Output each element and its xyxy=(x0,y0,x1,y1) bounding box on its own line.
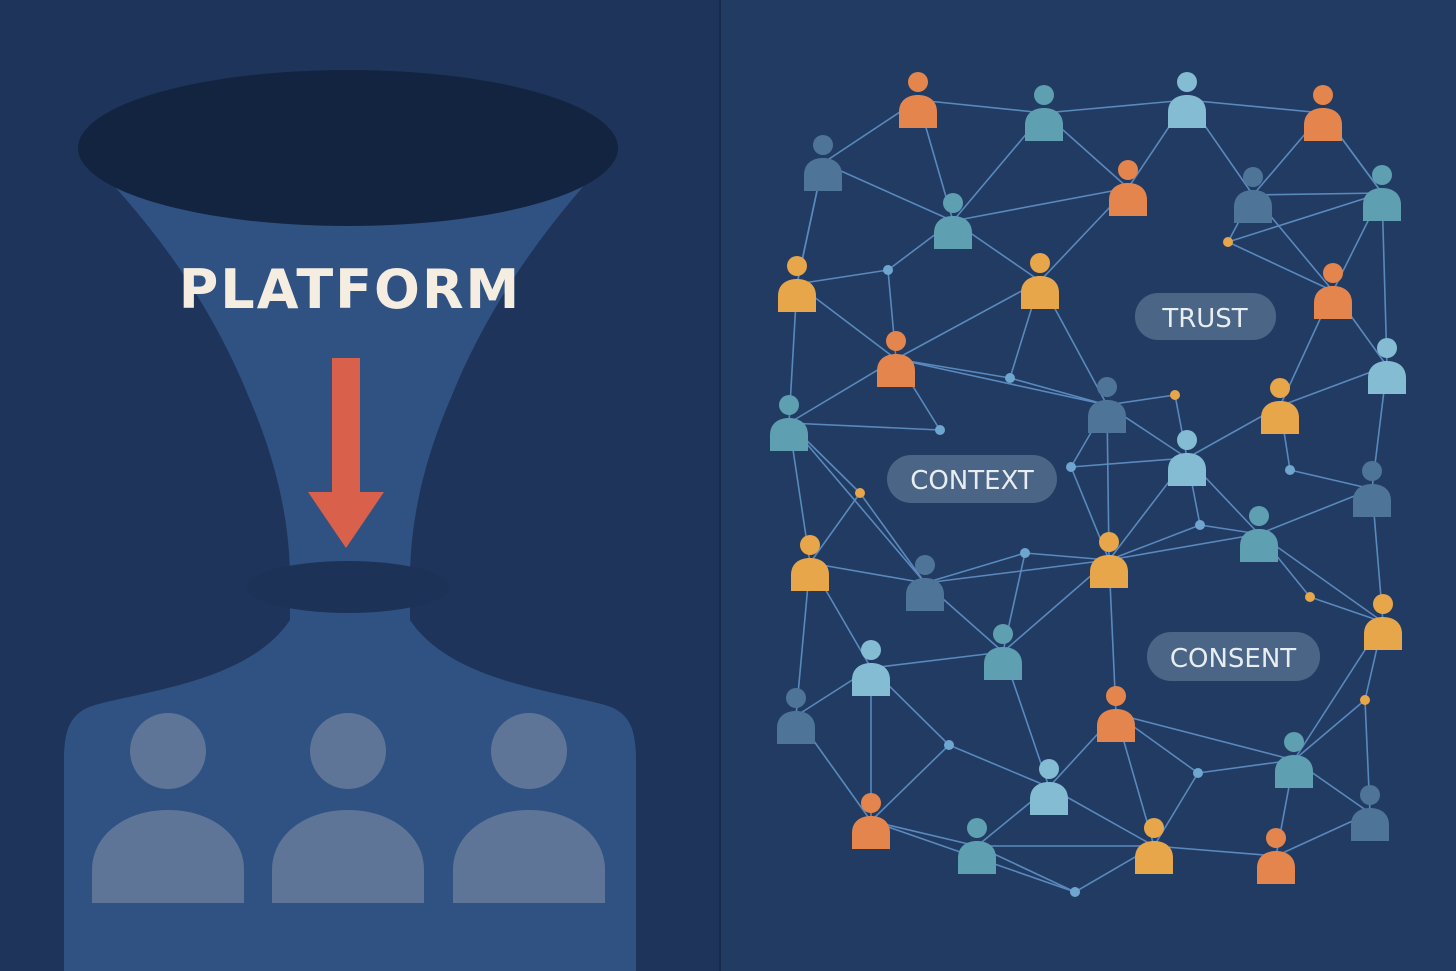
network-node-dot xyxy=(1170,390,1180,400)
funnel-label: PLATFORM xyxy=(179,258,522,321)
funnel-top-opening xyxy=(78,70,618,226)
network-node-dot xyxy=(1223,237,1233,247)
network-node-dot xyxy=(883,265,893,275)
tag-context: CONTEXT xyxy=(887,455,1057,503)
network-node-dot xyxy=(1195,520,1205,530)
network-node-dot xyxy=(1360,695,1370,705)
right-panel: TRUST CONTEXT CONSENT xyxy=(720,0,1456,971)
network-node-dot xyxy=(944,740,954,750)
network-node-dot xyxy=(1066,462,1076,472)
network-node-dot xyxy=(1285,465,1295,475)
tag-consent: CONSENT xyxy=(1147,632,1320,681)
network-node-dot xyxy=(1070,887,1080,897)
tag-trust: TRUST xyxy=(1135,293,1276,340)
network-node-dot xyxy=(1005,373,1015,383)
left-panel: PLATFORM xyxy=(0,0,720,971)
network-node-dot xyxy=(935,425,945,435)
tag-trust-label: TRUST xyxy=(1161,304,1247,334)
tag-consent-label: CONSENT xyxy=(1170,644,1296,674)
network-node-dot xyxy=(1020,548,1030,558)
network-node-dot xyxy=(855,488,865,498)
network-node-dot xyxy=(1193,768,1203,778)
funnel-neck-opening xyxy=(247,561,449,613)
network-node-dot xyxy=(1305,592,1315,602)
tag-context-label: CONTEXT xyxy=(910,466,1034,496)
